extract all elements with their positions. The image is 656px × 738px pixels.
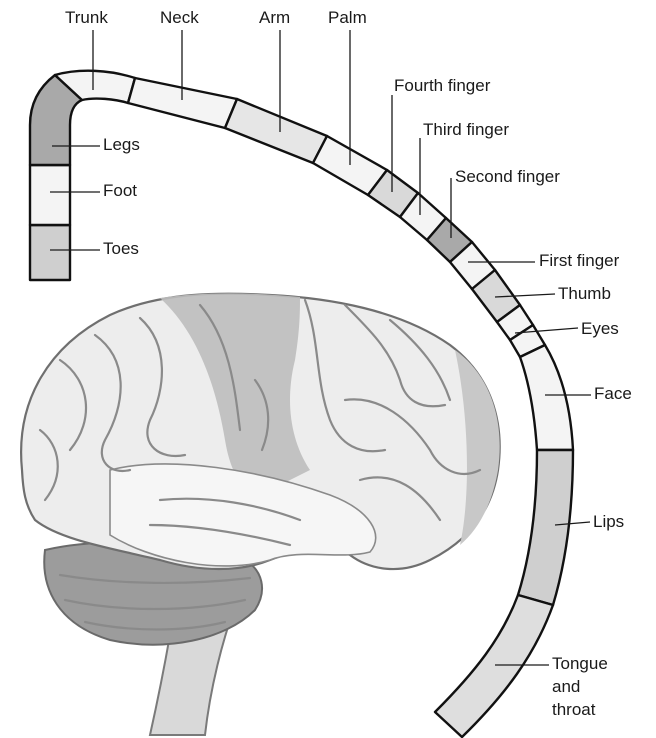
label-arm: Arm	[259, 8, 290, 27]
segment-toes	[30, 225, 70, 280]
label-lips: Lips	[593, 512, 624, 531]
label-tongue-line3: throat	[552, 700, 596, 719]
label-fourth-finger: Fourth finger	[394, 76, 491, 95]
label-face: Face	[594, 384, 632, 403]
label-second-finger: Second finger	[455, 167, 560, 186]
label-legs: Legs	[103, 135, 140, 154]
label-toes: Toes	[103, 239, 139, 258]
label-first-finger: First finger	[539, 251, 620, 270]
label-trunk: Trunk	[65, 8, 108, 27]
label-palm: Palm	[328, 8, 367, 27]
brain-illustration	[21, 293, 500, 735]
label-tongue-line1: Tongue	[552, 654, 608, 673]
segment-lips	[518, 450, 573, 605]
label-foot: Foot	[103, 181, 137, 200]
label-tongue-line2: and	[552, 677, 580, 696]
segment-face	[520, 345, 573, 450]
segment-tongue-throat	[435, 595, 553, 737]
label-eyes: Eyes	[581, 319, 619, 338]
segment-arm	[225, 99, 327, 163]
label-thumb: Thumb	[558, 284, 611, 303]
label-third-finger: Third finger	[423, 120, 509, 139]
label-neck: Neck	[160, 8, 199, 27]
segment-foot	[30, 165, 70, 225]
